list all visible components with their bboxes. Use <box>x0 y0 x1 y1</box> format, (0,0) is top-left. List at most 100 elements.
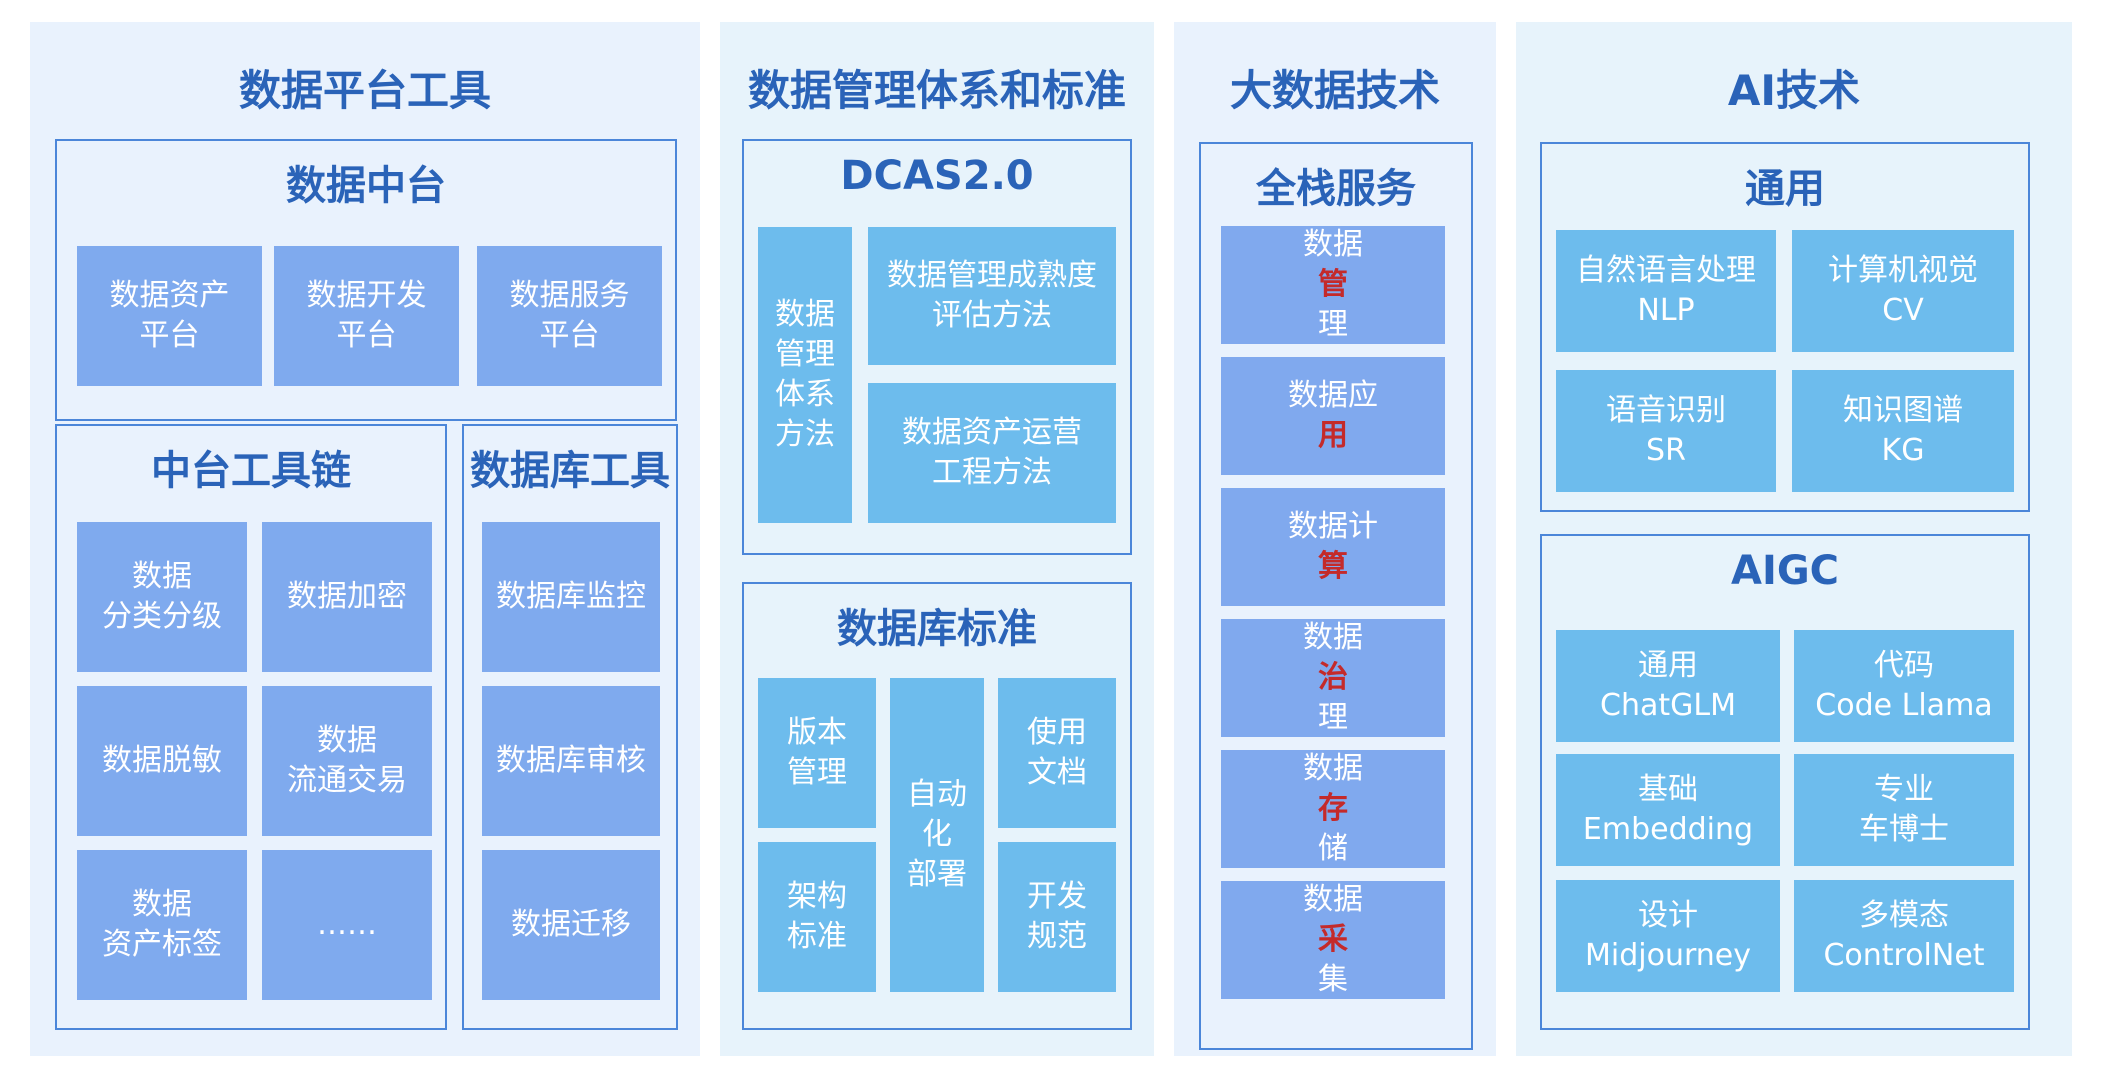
box-title: 数据库标准 <box>837 606 1037 652</box>
tile-label: 数据 <box>1303 882 1363 917</box>
tile-data-management-method: 数据管理体系方法 <box>758 227 852 523</box>
tile-label: 版本 <box>787 715 847 750</box>
tile-data-service-platform: 数据服务平台 <box>477 246 662 386</box>
tile-label: 数据治理 <box>1303 618 1363 738</box>
tile-label: 数据计算 <box>1288 507 1378 587</box>
dcas-box: DCAS2.0 数据管理体系方法 数据管理成熟度评估方法 数据资产运营工程方法 <box>742 139 1132 555</box>
tile-sr: 语音识别 SR <box>1556 370 1776 492</box>
toolchain-box: 中台工具链 数据分类分级 数据加密 数据脱敏 数据流通交易 数据资产标签 …… <box>55 424 447 1030</box>
box-title: AIGC <box>1730 548 1840 594</box>
tile-label: ChatGLM <box>1600 688 1736 723</box>
tile-label: 数据资产 <box>109 278 230 313</box>
column-title: 大数据技术 <box>1229 66 1440 115</box>
tile-label: 多模态 <box>1859 898 1949 933</box>
tile-label: 规范 <box>1027 919 1087 954</box>
tile-label: 数据 <box>775 297 835 332</box>
tile-ellipsis: …… <box>262 850 432 1000</box>
tile-label: 数据开发 <box>306 278 427 313</box>
tile-label: 理 <box>1318 700 1348 735</box>
tile-label: 数据存储 <box>1303 749 1363 869</box>
tile-label: 自动 <box>907 777 967 812</box>
highlight-char: 用 <box>1318 418 1348 453</box>
tile-label: KG <box>1881 433 1925 468</box>
tile-label: 数据 <box>1303 227 1363 262</box>
tile-data-storage: 数据存储 <box>1221 750 1445 868</box>
tile-label: Embedding <box>1582 812 1754 847</box>
tile-label: ControlNet <box>1823 938 1985 973</box>
tile-label: 基础 <box>1638 772 1698 807</box>
db-standard-box: 数据库标准 版本管理 架构标准 自动化部署 使用文档 开发规范 <box>742 582 1132 1030</box>
tile-label: 数据 <box>132 559 192 594</box>
box-title: 数据库工具 <box>470 448 670 494</box>
tile-label: 代码 <box>1874 648 1934 683</box>
tile-data-asset-tag: 数据资产标签 <box>77 850 247 1000</box>
tile-data-computing: 数据计算 <box>1221 488 1445 606</box>
tile-label: 部署 <box>907 857 967 892</box>
tile-label: Code Llama <box>1815 688 1993 723</box>
tile-label: 数据资产运营 <box>902 415 1082 450</box>
tile-label: 数据 <box>1303 620 1363 655</box>
tile-label: 分类分级 <box>102 599 222 634</box>
tile-controlnet: 多模态 ControlNet <box>1794 880 2014 992</box>
tile-label: 流通交易 <box>287 763 407 798</box>
tile-data-asset-platform: 数据资产平台 <box>77 246 262 386</box>
box-title: 全栈服务 <box>1256 166 1416 212</box>
tile-label: 架构 <box>787 879 847 914</box>
data-middle-platform-box: 数据中台 数据资产平台 数据开发平台 数据服务平台 <box>55 139 677 421</box>
tile-label: 数据管理 <box>1303 225 1363 345</box>
tile-data-migration: 数据迁移 <box>482 850 660 1000</box>
tile-label: 通用 <box>1638 648 1698 683</box>
db-tools-box: 数据库工具 数据库监控 数据库审核 数据迁移 <box>462 424 678 1030</box>
tile-label: 化 <box>922 817 952 852</box>
column-title: 数据管理体系和标准 <box>747 66 1126 115</box>
tile-label: 体系 <box>775 377 835 412</box>
tile-label: 数据管理成熟度 <box>887 258 1097 293</box>
tile-version-management: 版本管理 <box>758 678 876 828</box>
tile-label: 专业 <box>1874 772 1934 807</box>
tile-chatglm: 通用 ChatGLM <box>1556 630 1780 742</box>
tile-data-encryption: 数据加密 <box>262 522 432 672</box>
tile-label: 管理 <box>787 755 847 790</box>
column-big-data-tech: 大数据技术 全栈服务 数据管理 数据应用 数据计算 数据治理 数据存储 数据采集 <box>1174 22 1496 1056</box>
box-title: DCAS2.0 <box>840 153 1034 199</box>
highlight-char: 管 <box>1318 267 1348 302</box>
tile-asset-operation: 数据资产运营工程方法 <box>868 383 1116 523</box>
tile-label: 管理 <box>775 337 835 372</box>
tile-label: 平台 <box>539 318 600 353</box>
tile-label: 资产标签 <box>102 927 222 962</box>
tile-data-management: 数据管理 <box>1221 226 1445 344</box>
tile-label: 数据 <box>1303 751 1363 786</box>
tile-label: …… <box>317 907 377 942</box>
tile-label: 数据应 <box>1288 378 1378 413</box>
full-stack-box: 全栈服务 数据管理 数据应用 数据计算 数据治理 数据存储 数据采集 <box>1199 142 1473 1050</box>
tile-che-boshi: 专业车博士 <box>1794 754 2014 866</box>
column-data-management-standards: 数据管理体系和标准 DCAS2.0 数据管理体系方法 数据管理成熟度评估方法 数… <box>720 22 1154 1056</box>
tile-label: 使用 <box>1027 715 1087 750</box>
highlight-char: 存 <box>1318 791 1348 826</box>
box-title: 数据中台 <box>286 163 446 209</box>
tile-db-audit: 数据库审核 <box>482 686 660 836</box>
tile-label: 集 <box>1318 962 1348 997</box>
column-title: 数据平台工具 <box>238 66 491 115</box>
tile-label: 理 <box>1318 307 1348 342</box>
highlight-char: 采 <box>1318 922 1348 957</box>
tile-label: 计算机视觉 <box>1828 253 1978 288</box>
tile-label: 数据脱敏 <box>102 743 222 778</box>
tile-data-application: 数据应用 <box>1221 357 1445 475</box>
tile-label: SR <box>1646 433 1686 468</box>
tile-data-collection: 数据采集 <box>1221 881 1445 999</box>
column-title: AI技术 <box>1727 66 1861 115</box>
column-data-platform-tools: 数据平台工具 数据中台 数据资产平台 数据开发平台 数据服务平台 中台工具链 数… <box>30 22 700 1056</box>
tile-label: 设计 <box>1638 898 1698 933</box>
tile-label: 语音识别 <box>1606 393 1726 428</box>
tile-db-monitor: 数据库监控 <box>482 522 660 672</box>
tile-label: 评估方法 <box>932 298 1052 333</box>
box-title: 中台工具链 <box>151 448 351 494</box>
tile-usage-docs: 使用文档 <box>998 678 1116 828</box>
highlight-char: 治 <box>1318 660 1348 695</box>
